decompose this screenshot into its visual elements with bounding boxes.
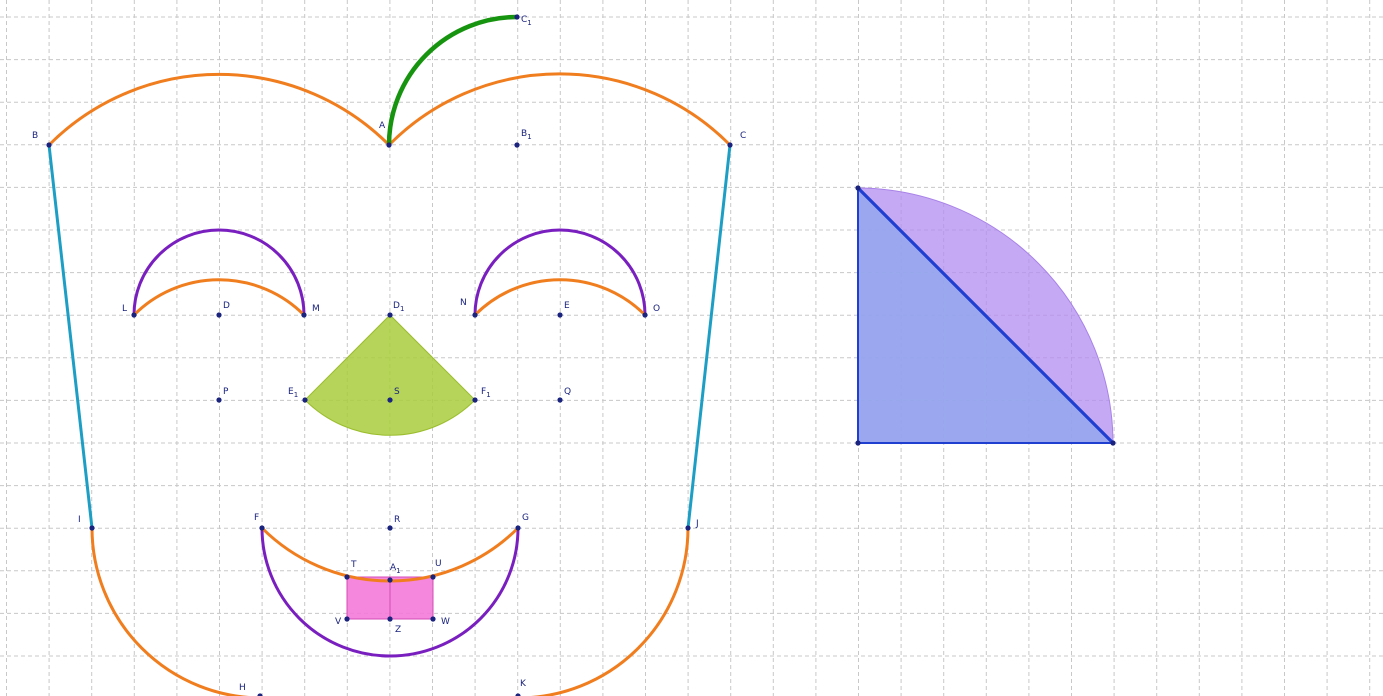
point-c1[interactable] — [514, 14, 520, 20]
point-b1[interactable] — [514, 142, 520, 148]
point-b[interactable] — [46, 142, 52, 148]
point-r[interactable] — [387, 525, 393, 531]
apple-stem-arc[interactable] — [386, 14, 518, 146]
right-eye-arc[interactable] — [473, 278, 647, 317]
point-label-c1: C1 — [521, 15, 532, 27]
point-label-r: R — [394, 515, 400, 525]
point-i[interactable] — [89, 525, 95, 531]
quarter-circle-figure — [855, 185, 1116, 446]
point-d[interactable] — [216, 312, 222, 318]
chin-right-arc[interactable] — [518, 527, 690, 696]
point-label-d1: D1 — [393, 301, 404, 313]
point-label-k: K — [520, 679, 527, 689]
point-f[interactable] — [259, 525, 265, 531]
point-label-w: W — [441, 617, 450, 627]
mouth-lower-arc[interactable] — [260, 527, 520, 658]
head-top-left-arc[interactable] — [47, 72, 391, 147]
point-n[interactable] — [472, 312, 478, 318]
point-f1[interactable] — [472, 397, 478, 403]
point-c[interactable] — [727, 142, 733, 148]
point-label-u: U — [435, 559, 442, 569]
labeled-points: A B C B1 C1L D M D1 N E O P E1 S F1 Q I F R G J T A1 U V Z W H K — [32, 14, 746, 696]
point-label-f: F — [254, 513, 259, 523]
chin-left-arc[interactable] — [90, 527, 262, 696]
point-label-n: N — [460, 298, 467, 308]
face-drawing — [47, 14, 732, 696]
left-eye-arc[interactable] — [132, 278, 306, 317]
point-label-d: D — [223, 301, 230, 311]
point-v[interactable] — [344, 616, 350, 622]
point-triangle-top[interactable] — [855, 185, 861, 191]
right-eyebrow-arc[interactable] — [473, 228, 647, 316]
point-label-subscript: 1 — [527, 133, 531, 141]
point-e1[interactable] — [302, 397, 308, 403]
point-label-subscript: 1 — [527, 19, 531, 27]
point-label-e: E — [564, 301, 570, 311]
point-label-a1: A1 — [390, 563, 401, 575]
point-label-q: Q — [564, 387, 571, 397]
point-t[interactable] — [344, 574, 350, 580]
point-label-a: A — [379, 121, 386, 131]
point-o[interactable] — [642, 312, 648, 318]
point-m[interactable] — [301, 312, 307, 318]
point-label-subscript: 1 — [400, 305, 404, 313]
point-label-p: P — [223, 387, 229, 397]
point-label-h: H — [239, 683, 246, 693]
point-label-b: B — [32, 131, 38, 141]
point-label-f1: F1 — [481, 387, 491, 399]
point-label-c: C — [740, 131, 746, 141]
point-z[interactable] — [387, 616, 393, 622]
point-h[interactable] — [257, 693, 263, 696]
point-d1[interactable] — [387, 312, 393, 318]
point-label-e1: E1 — [288, 387, 298, 399]
point-label-l: L — [122, 304, 127, 314]
tooth-right[interactable] — [389, 576, 434, 620]
point-label-m: M — [312, 304, 320, 314]
point-triangle-right[interactable] — [1110, 440, 1116, 446]
point-e[interactable] — [557, 312, 563, 318]
point-q[interactable] — [557, 397, 563, 403]
point-label-j: J — [695, 519, 699, 529]
point-u[interactable] — [430, 574, 436, 580]
point-label-z: Z — [395, 625, 401, 635]
point-label-b1: B1 — [521, 129, 532, 141]
left-eyebrow-arc[interactable] — [132, 228, 306, 316]
point-label-v: V — [335, 617, 342, 627]
point-label-g: G — [522, 513, 529, 523]
tooth-left[interactable] — [346, 576, 391, 620]
point-label-o: O — [653, 304, 660, 314]
point-label-subscript: 1 — [396, 567, 400, 575]
head-left-side[interactable] — [47, 144, 94, 529]
point-triangle-corner[interactable] — [855, 440, 861, 446]
head-top-right-arc[interactable] — [387, 72, 732, 147]
point-label-t: T — [350, 560, 357, 570]
point-p[interactable] — [216, 397, 222, 403]
triangle-hypotenuse[interactable] — [856, 186, 1115, 445]
point-label-i: I — [78, 515, 81, 525]
head-right-side[interactable] — [686, 144, 732, 529]
point-k[interactable] — [515, 693, 521, 696]
point-j[interactable] — [685, 525, 691, 531]
point-s[interactable] — [387, 397, 393, 403]
nose-sector[interactable] — [304, 314, 476, 436]
point-label-s: S — [394, 387, 400, 397]
point-l[interactable] — [131, 312, 137, 318]
point-label-subscript: 1 — [294, 391, 298, 399]
point-a[interactable] — [386, 142, 392, 148]
point-w[interactable] — [430, 616, 436, 622]
point-a1[interactable] — [387, 577, 393, 583]
point-label-subscript: 1 — [486, 391, 490, 399]
point-g[interactable] — [515, 525, 521, 531]
